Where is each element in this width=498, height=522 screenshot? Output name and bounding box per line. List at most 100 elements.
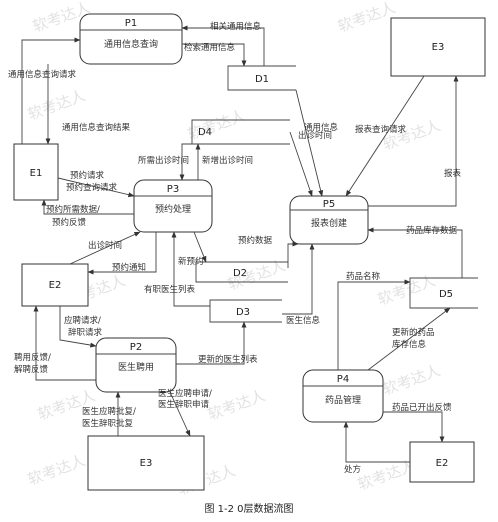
store-d1-label: D1 (255, 74, 269, 85)
process-p4-id: P4 (337, 374, 349, 385)
flow-line-p3-d2 (193, 231, 207, 263)
store-d3: D3 (209, 299, 282, 323)
process-p3: P3 预约处理 (133, 179, 213, 233)
flow-label-e1-p1: 通用信息查询请求 (8, 69, 77, 80)
watermark: 软考达人 (380, 116, 443, 153)
flow-line-p3-e2 (87, 232, 157, 275)
flow-line-e1-p3 (57, 177, 135, 198)
flow-line-d4-p5 (289, 131, 313, 197)
flow-label-p3-d4: 新增出诊时间 (202, 155, 253, 166)
process-p2: P2 医生聘用 (95, 337, 177, 393)
flow-label-d3-p3: 有职医生列表 (144, 284, 196, 295)
flow-label-p3-e2: 预约通知 (112, 262, 146, 273)
process-p2-name: 医生聘用 (118, 361, 154, 373)
flow-label-p2-d3: 更新的医生列表 (198, 354, 258, 365)
process-p1-id: P1 (125, 18, 137, 29)
process-p3-id: P3 (167, 184, 179, 195)
flow-label-p2-e3-b: 医生辞职申请 (158, 399, 210, 410)
flow-label-p1-e1: 通用信息查询结果 (62, 122, 131, 133)
flow-label-e3-p5: 报表查询请求 (355, 124, 407, 135)
flow-line-p4-d5-name (337, 279, 411, 370)
flow-line-d4-p3 (179, 143, 192, 181)
flow-label-d3-p5: 医生信息 (286, 315, 321, 326)
flow-label-e3-p2-b: 医生辞职批复 (82, 418, 134, 429)
flow-line-p3-e1 (41, 199, 134, 215)
store-d2: D2 (195, 261, 288, 283)
process-p1: P1 通用信息查询 (79, 13, 183, 65)
flow-line-d2-p5 (287, 241, 299, 268)
flow-label-e1-p3-b: 预约查询请求 (66, 182, 118, 193)
flow-label-e3-p2-a: 医生应聘批复/ (82, 406, 136, 417)
entity-e2-right: E2 (409, 441, 475, 483)
watermark: 软考达人 (185, 106, 248, 143)
process-p4: P4 药品管理 (302, 369, 384, 423)
entity-e3-top-label: E3 (432, 42, 445, 53)
flow-line-p5-e3 (368, 75, 459, 207)
watermark: 软考达人 (380, 361, 443, 398)
flow-label-d4-p3: 所需出诊时间 (138, 155, 189, 166)
entity-e2-left: E2 (21, 263, 89, 307)
process-p1-name: 通用信息查询 (104, 38, 158, 50)
store-d5-label: D5 (439, 289, 453, 300)
entity-e2-left-label: E2 (49, 280, 62, 291)
watermark: 软考达人 (25, 451, 88, 488)
store-d4-label: D4 (198, 127, 212, 138)
store-d1: D1 (227, 65, 296, 91)
flow-label-p5-e3: 报表 (444, 168, 462, 179)
flow-line-p4-d5-update (367, 307, 451, 371)
entity-e1: E1 (13, 143, 59, 201)
flow-line-d1-p5 (295, 89, 324, 197)
watermark: 软考达人 (375, 271, 438, 308)
entity-e3-top: E3 (390, 17, 486, 77)
flow-line-e2-p3 (69, 231, 141, 265)
flow-label-p2-e2-a: 聘用反馈/ (14, 352, 51, 363)
flow-line-e1-p1 (21, 37, 81, 144)
store-d2-label: D2 (233, 268, 247, 279)
flow-line-e2-p4 (343, 421, 410, 463)
flow-label-p4-d5-name: 药品名称 (346, 271, 381, 282)
process-p5: P5 报表创建 (289, 195, 369, 245)
entity-e3-bottom-label: E3 (140, 458, 153, 469)
flow-label-d1-p5: 通用信息 (304, 122, 339, 133)
watermark: 软考达人 (335, 0, 398, 36)
process-p4-name: 药品管理 (325, 394, 361, 406)
process-p5-id: P5 (323, 199, 335, 210)
watermark: 软考达人 (205, 386, 268, 423)
flow-label-e2-p2-b: 辞职请求 (68, 327, 103, 338)
flow-line-p4-e2 (383, 411, 445, 443)
flow-label-p3-e1-a: 预约所需数据/ (46, 204, 100, 215)
flow-line-d3-p5 (282, 243, 315, 315)
flow-label-p2-e3-a: 医生应聘申请/ (158, 388, 212, 399)
flow-label-e2-p2-a: 应聘请求/ (64, 315, 101, 326)
flow-label-d2-p5: 预约数据 (238, 235, 273, 246)
flow-label-p4-d5-b: 库存信息 (392, 339, 427, 350)
flow-line-d3-p3 (171, 231, 210, 307)
flow-line-e2-p2 (59, 306, 97, 348)
flow-label-e1-p3-a: 预约请求 (70, 170, 105, 181)
flow-label-d1-p1: 相关通用信息 (210, 21, 262, 32)
store-d3-label: D3 (236, 307, 250, 318)
flow-line-p2-d3 (176, 321, 247, 365)
flow-label-e2-p3: 出诊时间 (88, 240, 122, 251)
flow-label-p1-d1: 检索通用信息 (184, 42, 236, 53)
figure-caption: 图 1-2 0层数据流图 (204, 502, 293, 515)
flow-line-d5-p5 (367, 227, 463, 278)
flow-label-d4-p5: 出诊时间 (298, 130, 332, 141)
flow-label-p4-d5-a: 更新的药品 (392, 327, 435, 338)
process-p5-name: 报表创建 (311, 217, 347, 229)
entity-e2-right-label: E2 (436, 458, 449, 469)
flow-line-d1-p1 (181, 25, 265, 66)
watermark: 软考达人 (25, 86, 88, 123)
flow-line-e3-p5 (345, 75, 425, 197)
entity-e1-label: E1 (30, 168, 43, 179)
flow-label-d5-p5: 药品库存数据 (406, 225, 458, 236)
flow-label-p3-e1-b: 预约反馈 (52, 217, 87, 228)
entity-e3-bottom: E3 (87, 435, 205, 491)
flow-line-p1-d1 (182, 43, 247, 67)
store-d4: D4 (191, 119, 290, 145)
process-p3-name: 预约处理 (155, 203, 191, 215)
process-p2-id: P2 (130, 342, 142, 353)
flow-label-e2-p4: 处方 (344, 464, 361, 475)
flow-line-p2-e2 (33, 305, 96, 381)
